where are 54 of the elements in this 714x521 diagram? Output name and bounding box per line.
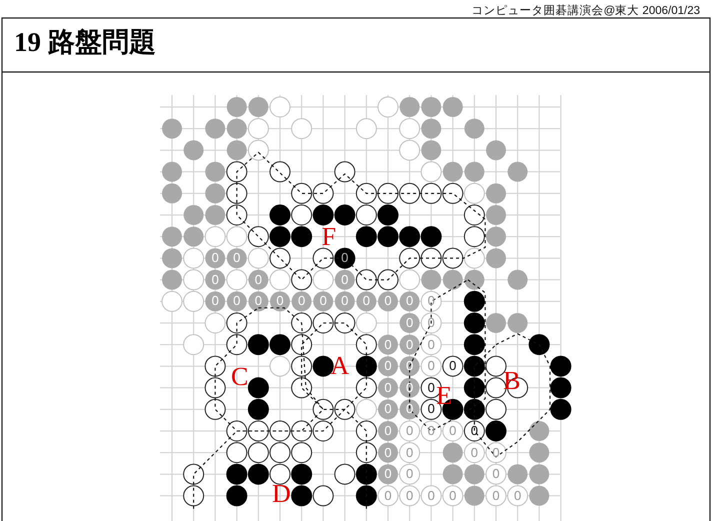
stone-number: 0 bbox=[448, 486, 458, 505]
stone-number: 0 bbox=[383, 336, 393, 354]
stone-number: 0 bbox=[275, 292, 285, 310]
stone-number: 0 bbox=[426, 357, 436, 376]
region-letter: F bbox=[322, 224, 336, 250]
stone-number: 0 bbox=[426, 336, 436, 354]
stone-number: 0 bbox=[491, 465, 501, 484]
stone-number: 0 bbox=[383, 486, 393, 505]
slide-title: 19 路盤問題 bbox=[14, 26, 156, 59]
stone-number: 0 bbox=[491, 486, 501, 505]
region-letter: D bbox=[272, 480, 291, 507]
stone-number: 0 bbox=[210, 249, 220, 268]
stone-number: 0 bbox=[383, 357, 393, 376]
stone-number: 0 bbox=[426, 486, 436, 505]
stone-number: 0 bbox=[210, 292, 220, 310]
stone-number: 0 bbox=[296, 292, 306, 310]
stone-number: 0 bbox=[362, 292, 371, 310]
stone-number: 0 bbox=[404, 357, 414, 376]
stone-number: 0 bbox=[340, 270, 350, 289]
stone-number: 0 bbox=[470, 444, 479, 462]
stone-number: 0 bbox=[404, 444, 414, 462]
stone-number: 0 bbox=[383, 378, 393, 397]
stone-number: 0 bbox=[426, 292, 436, 310]
stone-number: 0 bbox=[404, 486, 414, 505]
stone-number: 0 bbox=[340, 292, 350, 310]
stone-number: 0 bbox=[404, 292, 414, 310]
stone-number: 0 bbox=[210, 270, 220, 289]
stone-number: 0 bbox=[404, 378, 414, 397]
stone-number: 0 bbox=[404, 336, 414, 354]
stone-number: 0 bbox=[448, 357, 458, 376]
stone-number: 0 bbox=[448, 422, 458, 440]
stone-number: 0 bbox=[404, 314, 414, 332]
header-text: コンピュータ囲碁講演会@東大 2006/01/23 bbox=[472, 3, 700, 18]
stone-number: 0 bbox=[383, 400, 393, 418]
stone-number: 0 bbox=[232, 292, 242, 310]
stone-number: 0 bbox=[426, 314, 436, 332]
stone-number: 0 bbox=[426, 378, 436, 397]
stone-number: 0 bbox=[404, 400, 414, 418]
stone-number: 0 bbox=[232, 249, 242, 268]
stone-number: 0 bbox=[254, 292, 263, 310]
stone-number: 0 bbox=[404, 465, 414, 484]
stone-number: 0 bbox=[340, 249, 350, 268]
stone-number: 0 bbox=[383, 292, 393, 310]
stone-number: 0 bbox=[318, 292, 328, 310]
stone-number: 0 bbox=[404, 422, 414, 440]
stone-number: 0 bbox=[491, 444, 501, 462]
stone-number: 0 bbox=[383, 422, 393, 440]
region-letter: C bbox=[230, 364, 248, 390]
stone-number: 0 bbox=[512, 486, 522, 505]
stone-number: 0 bbox=[383, 444, 393, 462]
stone-number: 0 bbox=[383, 465, 393, 484]
stone-number: 0 bbox=[470, 422, 479, 440]
stone-number: 0 bbox=[426, 400, 436, 418]
stone-number: 0 bbox=[254, 270, 263, 289]
